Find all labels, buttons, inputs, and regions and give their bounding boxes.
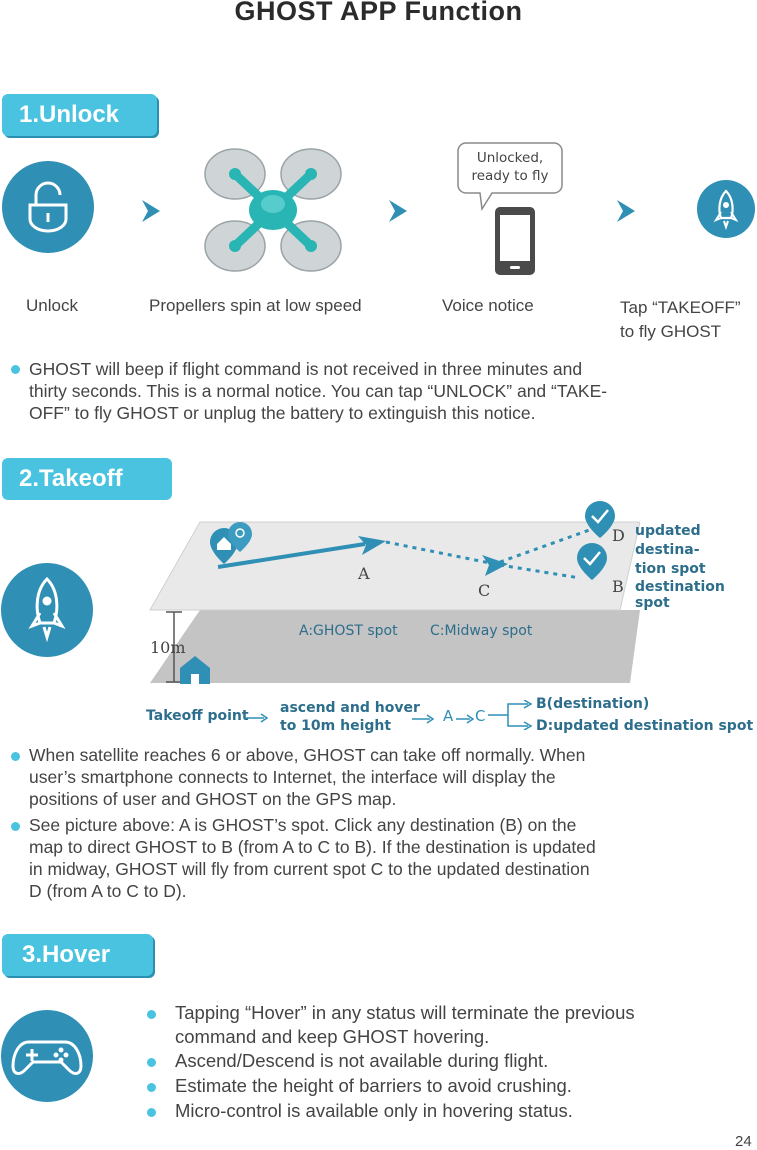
chevron-right-icon [387, 198, 409, 229]
hover-bullet-1-line: command and keep GHOST hovering. [175, 1026, 490, 1047]
hover-bullet-3: Estimate the height of barriers to avoid… [175, 1075, 572, 1096]
drone-icon [199, 144, 347, 281]
takeoff-bullet-1-line: user’s smartphone connects to Internet, … [29, 767, 556, 787]
destination-spot-caption: destination spot [635, 579, 725, 611]
takeoff-bullet-2-line: See picture above: A is GHOST’s spot. Cl… [29, 815, 577, 835]
arrow-right-icon [246, 710, 269, 728]
takeoff-map-diagram [140, 500, 641, 705]
unlock-note-line: OFF” to fly GHOST or unplug the battery … [29, 403, 536, 423]
updated-destination-line1: updated destina- [635, 523, 701, 558]
chevron-right-icon [140, 198, 162, 229]
bubble-line-1: Unlocked, [476, 150, 544, 166]
unlock-note-line: thirty seconds. This is a normal notice.… [29, 381, 608, 401]
arrow-right-icon [412, 711, 435, 729]
flow-takeoff-point: Takeoff point [146, 708, 249, 724]
arrow-right-icon [456, 711, 475, 729]
midway-spot-caption: C:Midway spot [430, 623, 533, 639]
section-heading-hover: 3.Hover [2, 934, 153, 976]
flow-ascend: ascend and hover to 10m height [280, 699, 420, 735]
takeoff-bullet-2: See picture above: A is GHOST’s spot. Cl… [29, 814, 749, 902]
flow-a: A [443, 707, 454, 725]
branch-arrow-icon [488, 699, 534, 735]
bullet-dot [147, 1108, 156, 1117]
bullet-dot [147, 1010, 156, 1019]
flow-c: C [475, 707, 486, 725]
unlock-note: GHOST will beep if flight command is not… [29, 358, 749, 424]
bullet-dot [147, 1083, 156, 1092]
takeoff-bullet-2-line: map to direct GHOST to B (from A to C to… [29, 837, 596, 857]
rocket-icon [697, 180, 755, 238]
gamepad-icon [1, 1010, 93, 1102]
flow-d-destination: D:updated destination spot [536, 718, 754, 734]
takeoff-bullet-1-line: When satellite reaches 6 or above, GHOST… [29, 745, 586, 765]
takeoff-bullet-2-line: D (from A to C to D). [29, 881, 187, 901]
rocket-icon [1, 563, 93, 657]
step-label-unlock: Unlock [26, 296, 78, 315]
section-heading-unlock: 1.Unlock [2, 94, 157, 136]
ghost-spot-caption: A:GHOST spot [299, 623, 398, 639]
step-label-takeoff-line2: to fly GHOST [620, 322, 722, 341]
step-label-takeoff: Tap “TAKEOFF” to fly GHOST [620, 296, 741, 344]
hover-bullet-4: Micro-control is available only in hover… [175, 1100, 573, 1121]
section-heading-takeoff: 2.Takeoff [2, 458, 172, 500]
map-label-d: D [612, 526, 625, 545]
padlock-icon [2, 161, 94, 253]
bubble-line-2: ready to fly [471, 168, 549, 184]
bullet-dot [11, 752, 20, 761]
updated-destination-caption: updated destina- tion spot [635, 522, 757, 579]
map-label-c: C [478, 581, 491, 600]
bullet-dot [11, 365, 20, 374]
phone-icon [494, 206, 536, 281]
chevron-right-icon [615, 198, 637, 229]
bullet-dot [11, 822, 20, 831]
updated-destination-line2: tion spot [635, 561, 706, 577]
height-label: 10m [150, 638, 186, 657]
hover-bullet-1-line: Tapping “Hover” in any status will termi… [175, 1002, 635, 1023]
hover-bullet-2: Ascend/Descend is not available during f… [175, 1050, 549, 1071]
step-label-propellers: Propellers spin at low speed [149, 296, 362, 315]
flow-b-destination: B(destination) [536, 696, 650, 712]
page-number: 24 [735, 1133, 752, 1150]
page-title: GHOST APP Function [234, 0, 523, 26]
map-label-b: B [612, 577, 624, 596]
step-label-voice: Voice notice [442, 296, 534, 315]
map-label-a: A [358, 564, 370, 583]
flow-ascend-line2: to 10m height [280, 718, 392, 734]
takeoff-bullet-2-line: in midway, GHOST will fly from current s… [29, 859, 590, 879]
bubble-text: Unlocked, ready to fly [456, 149, 564, 185]
speech-bubble [456, 141, 564, 218]
hover-bullet-1: Tapping “Hover” in any status will termi… [175, 1001, 745, 1049]
unlock-note-line: GHOST will beep if flight command is not… [29, 359, 583, 379]
takeoff-bullet-1-line: positions of user and GHOST on the GPS m… [29, 789, 397, 809]
takeoff-bullet-1: When satellite reaches 6 or above, GHOST… [29, 744, 749, 810]
flow-ascend-line1: ascend and hover [280, 700, 420, 716]
bullet-dot [147, 1058, 156, 1067]
step-label-takeoff-line1: Tap “TAKEOFF” [620, 298, 741, 317]
